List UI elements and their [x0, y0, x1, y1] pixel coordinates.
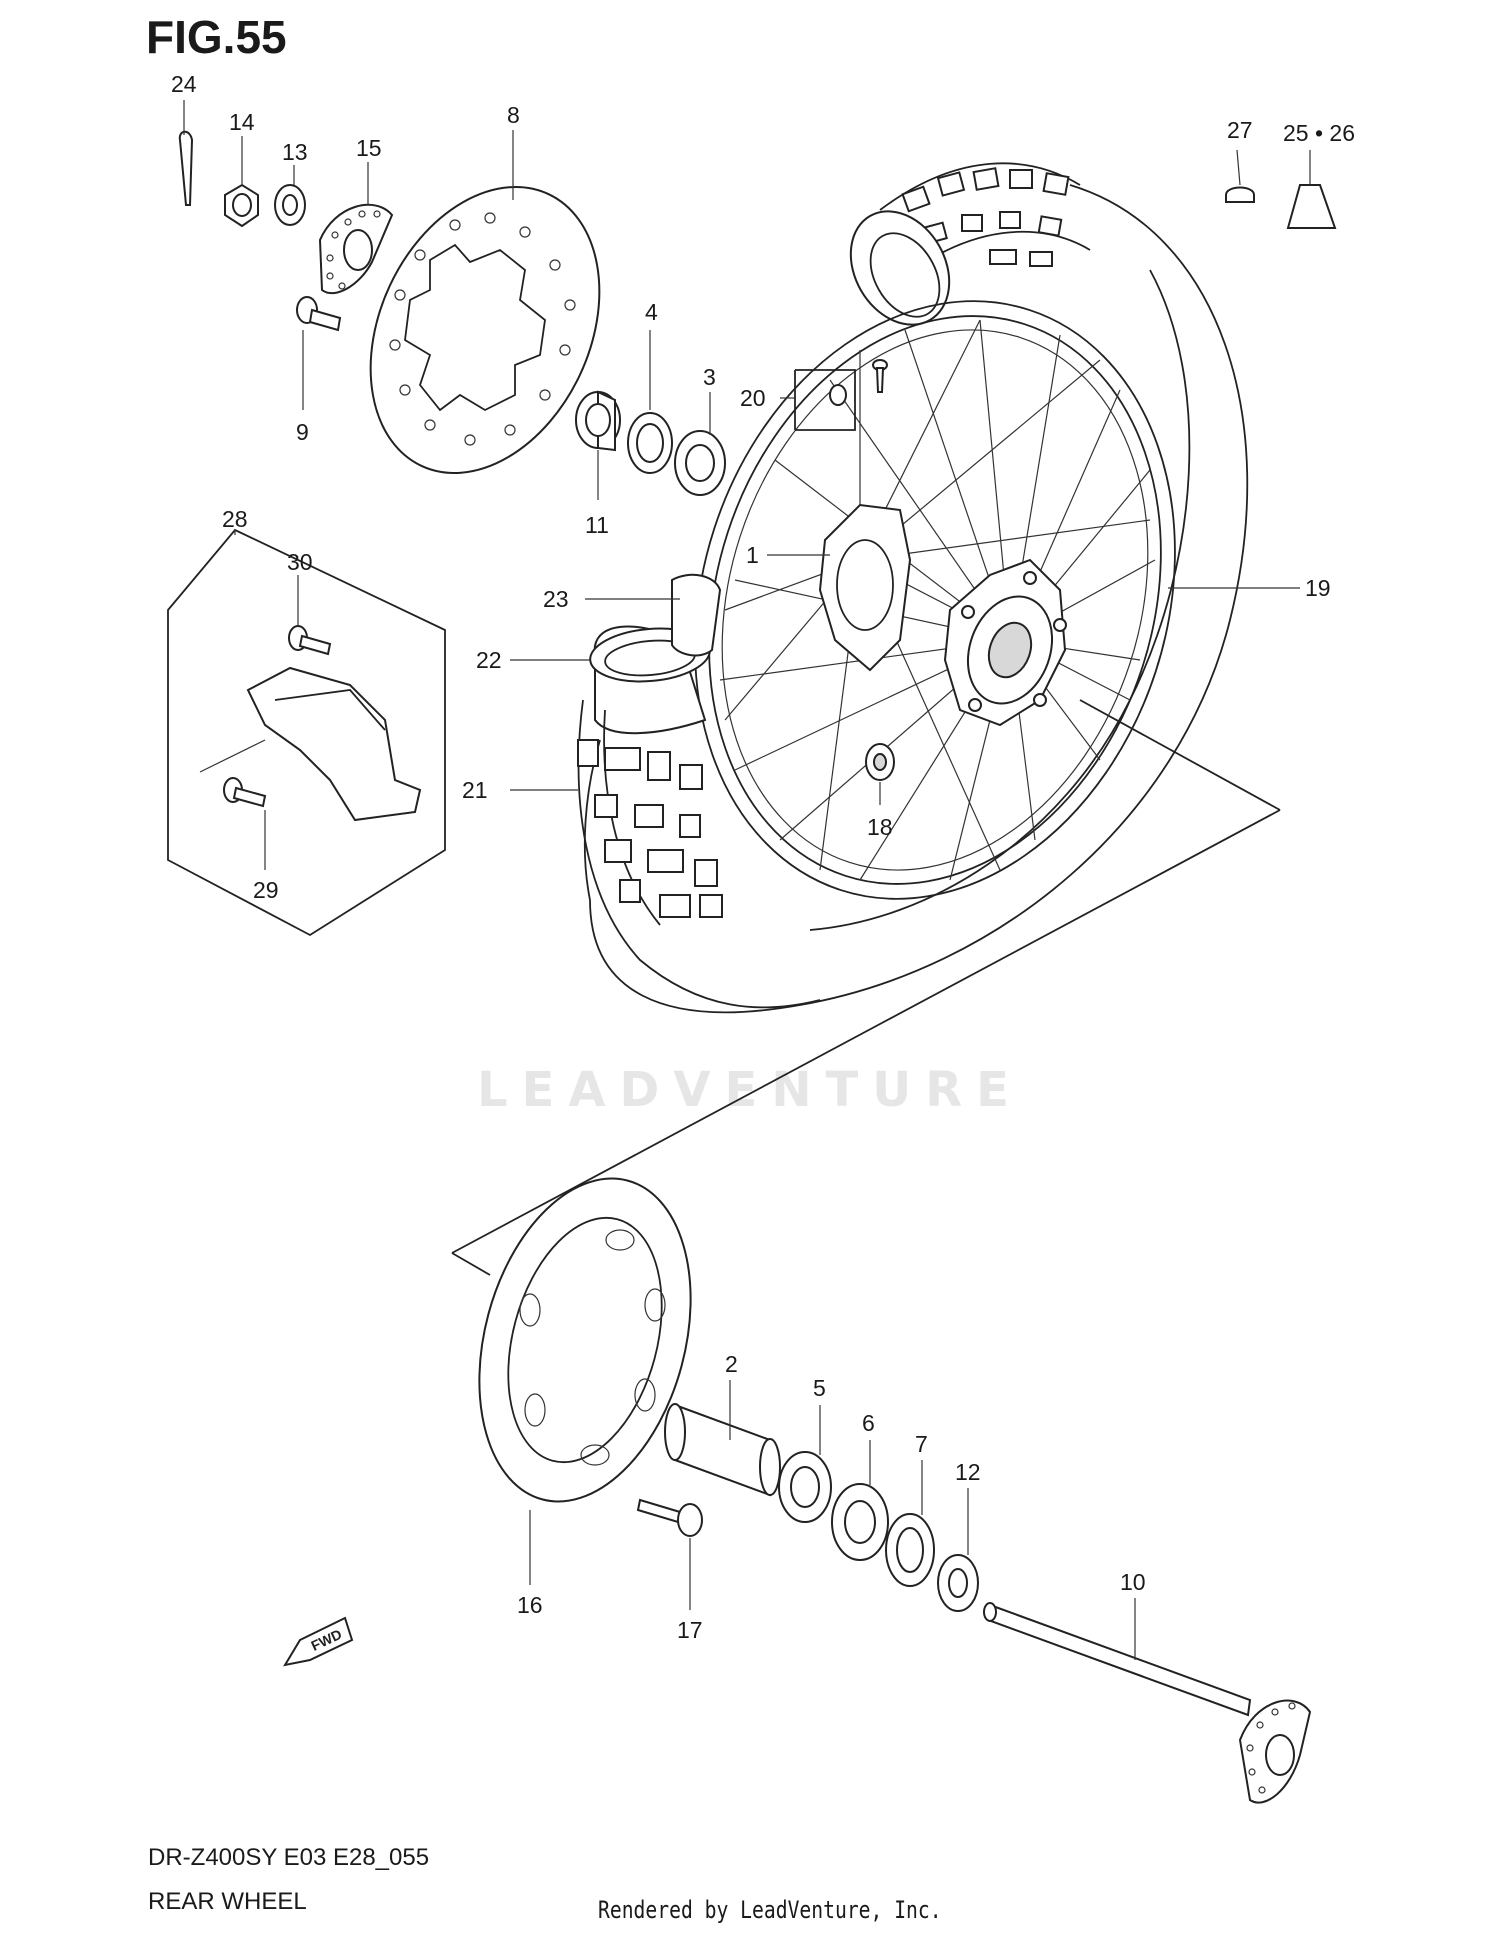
bearing-5[interactable] [778, 1451, 832, 1523]
callout-7: 7 [915, 1431, 928, 1457]
sprocket-bolt[interactable] [636, 1498, 703, 1537]
callout-23: 23 [543, 586, 569, 612]
tread-blocks-top [901, 167, 1070, 267]
callout-24: 24 [171, 71, 197, 97]
figure-title: FIG.55 [146, 11, 287, 63]
watermark: LEADVENTURE [477, 1062, 1023, 1118]
callout-21: 21 [462, 777, 488, 803]
rendered-by-credit: Rendered by LeadVenture, Inc. [598, 1896, 942, 1924]
callout-20: 20 [740, 385, 766, 411]
callout-9: 9 [296, 419, 309, 445]
callout-numbers: 24 14 13 15 8 9 4 3 11 20 1 23 22 21 19 … [171, 71, 1355, 1643]
spacer-12[interactable] [937, 1554, 979, 1612]
callout-18: 18 [867, 814, 893, 840]
callout-11: 11 [585, 512, 609, 538]
cotter-pin[interactable] [178, 130, 194, 206]
callout-27: 27 [1227, 117, 1253, 143]
washer[interactable] [274, 184, 306, 226]
spokes [719, 319, 1156, 881]
brake-disc[interactable] [326, 150, 643, 511]
callout-30: 30 [287, 549, 313, 575]
spoke-nipples[interactable] [794, 359, 888, 431]
callout-28: 28 [222, 506, 248, 532]
leader-lines [183, 100, 1311, 1660]
callout-16: 16 [517, 1592, 543, 1618]
callout-2: 2 [725, 1351, 738, 1377]
valve-nut[interactable] [1286, 184, 1337, 229]
rear-axle[interactable] [983, 1602, 1252, 1717]
callout-25-26: 25 • 26 [1283, 120, 1355, 146]
oil-seal-7[interactable] [885, 1513, 935, 1587]
rear-sprocket[interactable] [446, 1155, 725, 1526]
chain-adjuster-left[interactable] [318, 203, 394, 295]
callout-12: 12 [955, 1459, 981, 1485]
section-name: REAR WHEEL [148, 1888, 307, 1915]
guard-bolt-29[interactable] [223, 777, 267, 808]
spacer-2[interactable] [664, 1403, 781, 1497]
callout-10: 10 [1120, 1569, 1146, 1595]
callout-4: 4 [645, 299, 658, 325]
model-code: DR-Z400SY E03 E28_055 [148, 1844, 430, 1871]
callout-13: 13 [282, 139, 308, 165]
axle-nut[interactable] [224, 183, 259, 228]
valve-cap[interactable] [1225, 186, 1255, 203]
disc-bolt[interactable] [296, 296, 342, 332]
chain-adjuster-right[interactable] [1238, 1699, 1312, 1804]
rear-wheel-assembly[interactable] [583, 162, 1250, 1014]
callout-15: 15 [356, 135, 382, 161]
hub [818, 503, 1067, 727]
callout-1: 1 [746, 542, 759, 568]
callout-14: 14 [229, 109, 255, 135]
bearing-6[interactable] [831, 1483, 889, 1561]
tube-cross-section[interactable] [577, 624, 821, 1009]
oil-seal-4[interactable] [627, 412, 673, 474]
callout-6: 6 [862, 1410, 875, 1436]
callout-29: 29 [253, 877, 279, 903]
spacer-11[interactable] [575, 390, 621, 452]
callout-19: 19 [1305, 575, 1331, 601]
callout-17: 17 [677, 1617, 703, 1643]
callout-3: 3 [703, 364, 716, 390]
callout-8: 8 [507, 102, 520, 128]
sprocket-guard[interactable] [246, 666, 422, 822]
callout-5: 5 [813, 1375, 826, 1401]
bearing-3[interactable] [674, 430, 726, 496]
chain-guard-box [167, 528, 446, 937]
rim-lock[interactable] [671, 573, 722, 657]
assembly-plane-lines [451, 699, 1281, 1276]
fwd-arrow-icon: FWD [282, 1616, 354, 1667]
callout-22: 22 [476, 647, 502, 673]
guard-bolt-30[interactable] [288, 625, 332, 656]
